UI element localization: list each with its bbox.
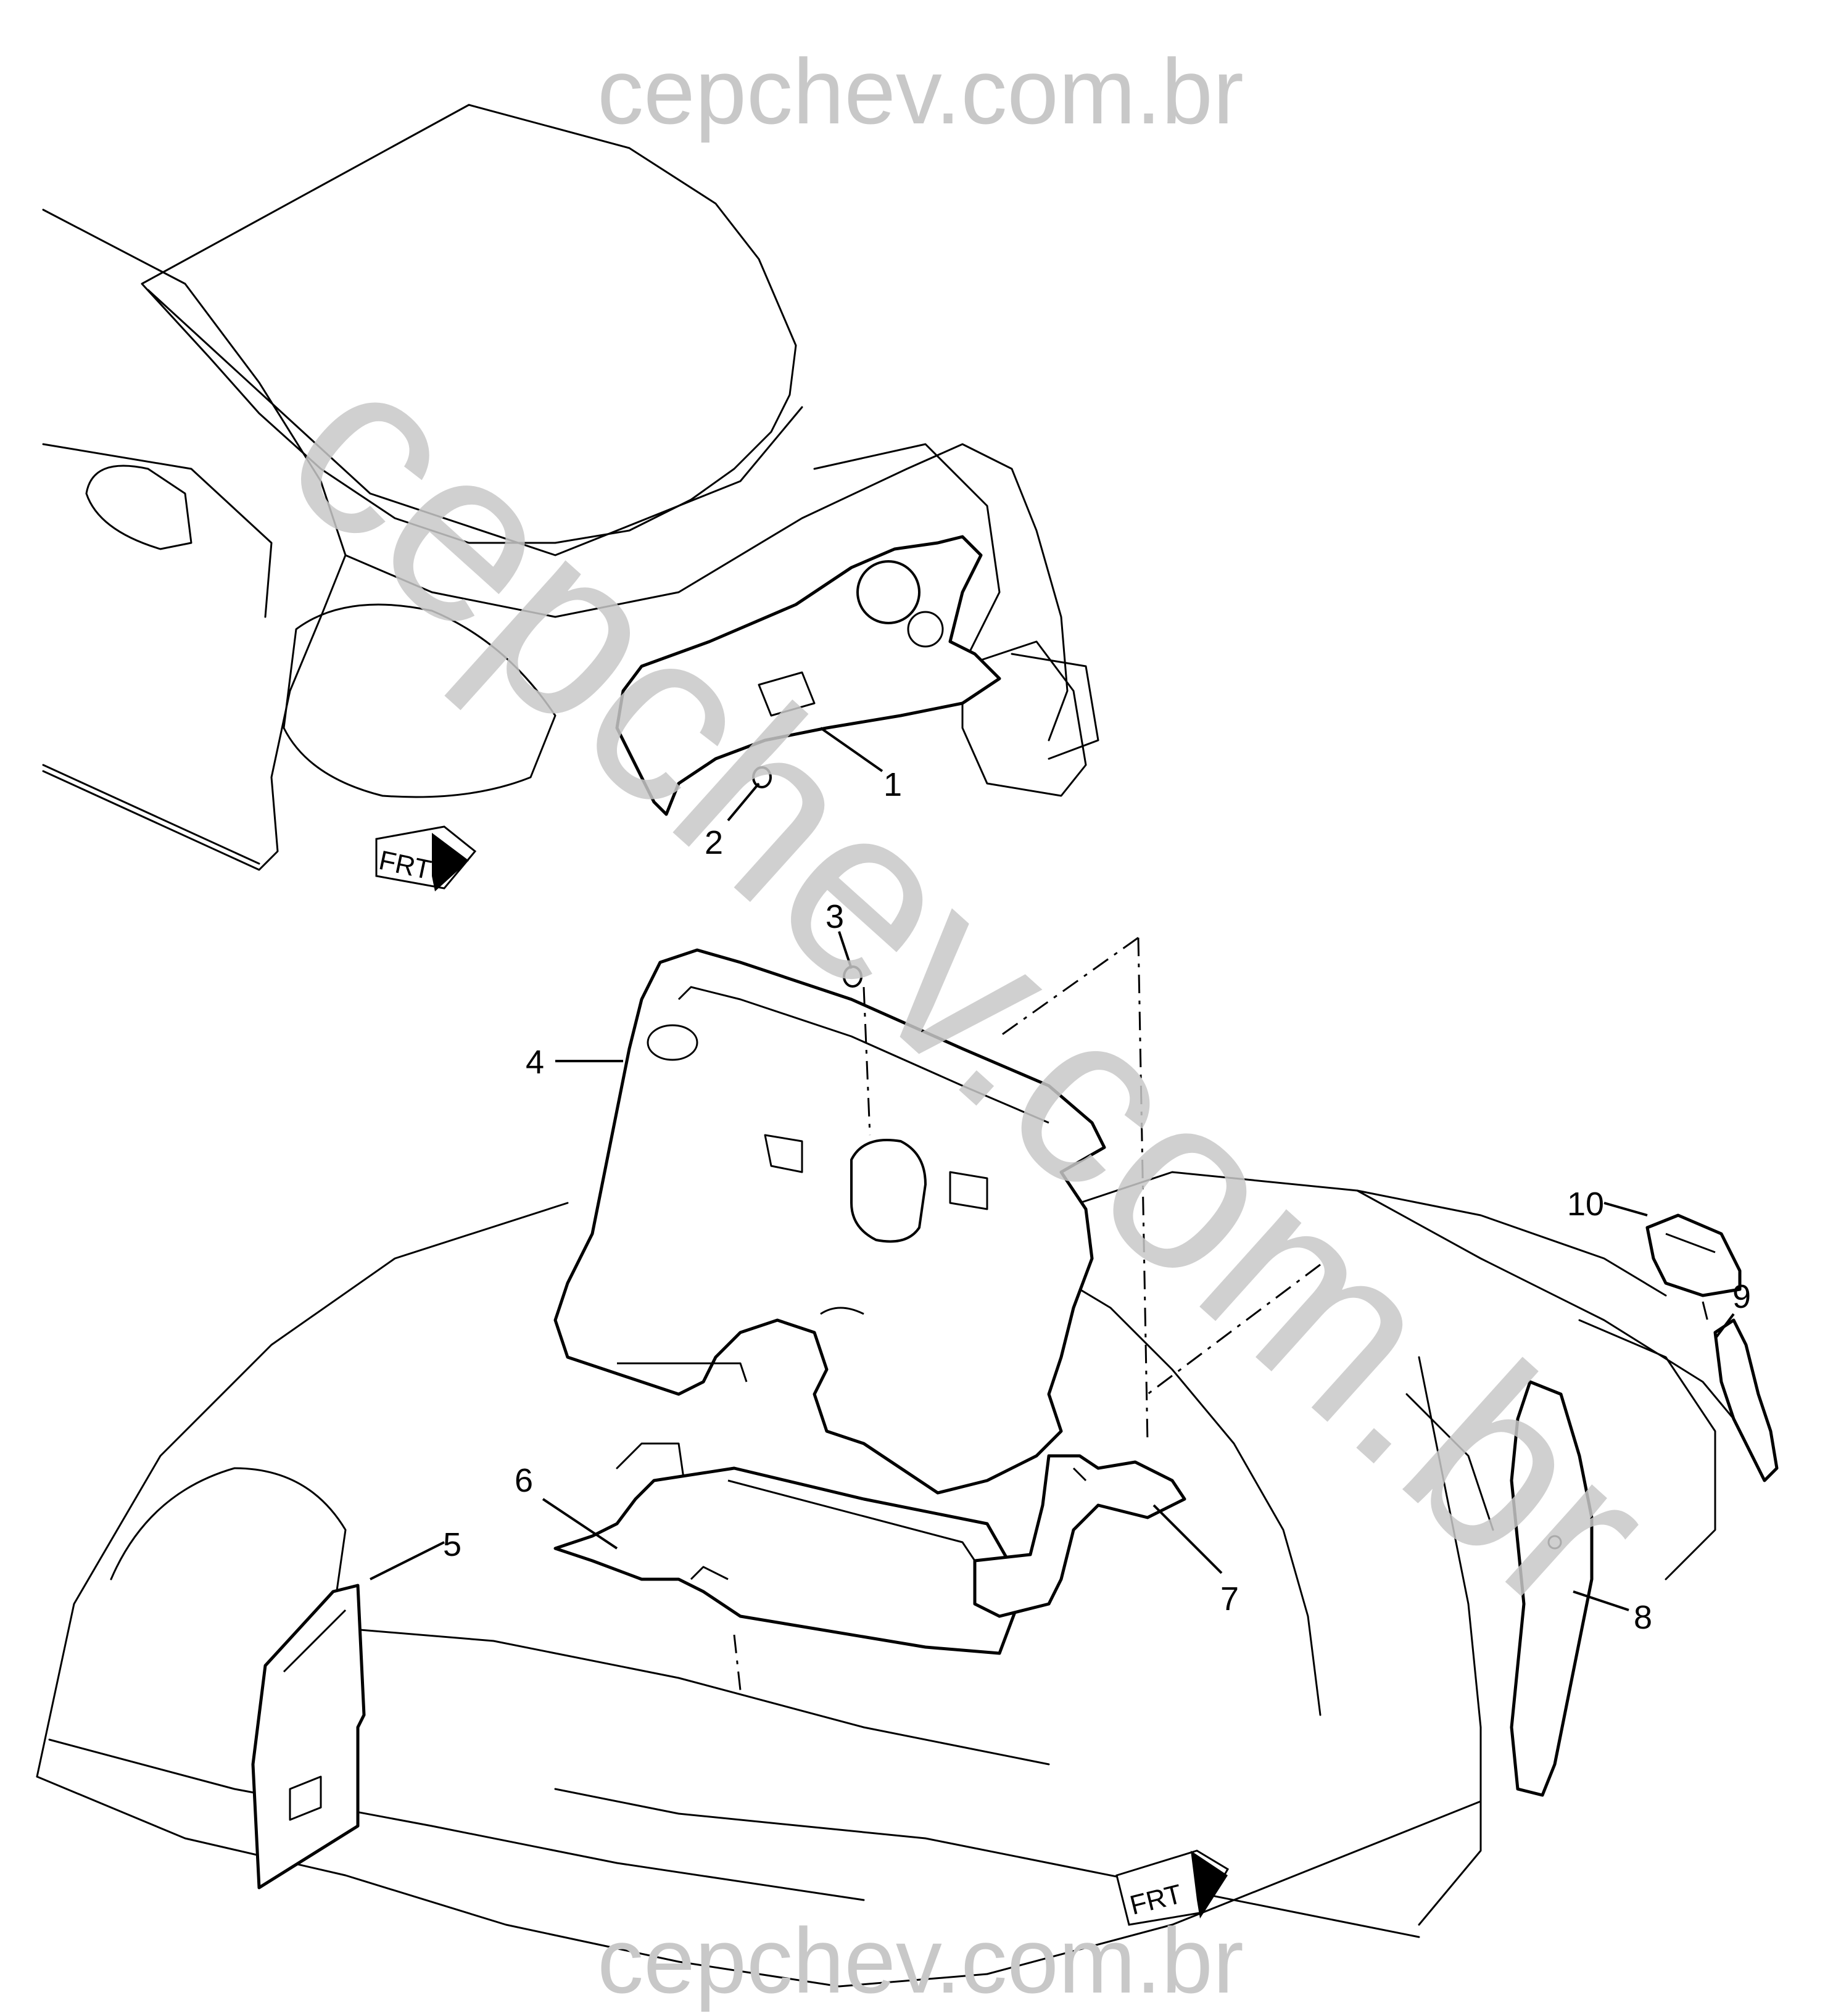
part-3-grommet bbox=[843, 965, 863, 988]
a-pillar-right bbox=[1405, 1393, 1494, 1531]
callout-4: 4 bbox=[526, 1044, 544, 1081]
body-outline-floor bbox=[36, 1775, 988, 1988]
callout-2: 2 bbox=[705, 824, 723, 861]
callout-1: 1 bbox=[883, 766, 902, 803]
rocker-line bbox=[42, 764, 260, 865]
leader-9 bbox=[1714, 1313, 1735, 1340]
lower-vehicle-view bbox=[36, 1171, 1766, 1988]
callout-3: 3 bbox=[825, 898, 844, 935]
leader-1 bbox=[819, 727, 883, 772]
rocker-sill-left bbox=[48, 1738, 865, 1901]
watermarks: cepchev.com.br cepchev.com.br cepchev.co… bbox=[236, 39, 1703, 2012]
inner-structure-center bbox=[1048, 1270, 1322, 1716]
wheelhouse-inner bbox=[283, 603, 556, 798]
part-2-grommet bbox=[752, 766, 772, 788]
leader-lines bbox=[370, 727, 1735, 1611]
watermark-top: cepchev.com.br bbox=[597, 39, 1244, 143]
leader-10 bbox=[1603, 1202, 1648, 1217]
body-outline-left bbox=[36, 1202, 569, 1778]
part-9-bracket bbox=[1713, 1318, 1779, 1482]
part-6-insulator-mat bbox=[553, 1466, 1020, 1655]
bracket-right bbox=[1011, 653, 1099, 760]
floor-tunnel bbox=[554, 1788, 1420, 1938]
watermark-bottom: cepchev.com.br bbox=[597, 1909, 1244, 2012]
cowl-panel-lower bbox=[1023, 1171, 1667, 1297]
part-10-component bbox=[1645, 1213, 1742, 1297]
crossmember bbox=[344, 1627, 1050, 1766]
upper-vehicle-view bbox=[42, 104, 1099, 871]
callout-numbers: 1 2 3 4 5 6 7 8 9 10 bbox=[443, 766, 1751, 1636]
callout-8: 8 bbox=[1634, 1599, 1652, 1636]
rocker-sill-right bbox=[986, 1800, 1482, 1975]
callout-9: 9 bbox=[1732, 1278, 1751, 1315]
door-line bbox=[42, 443, 273, 618]
wheelhouse-lower-left bbox=[110, 1467, 347, 1617]
part-4-dash-insulator bbox=[553, 948, 1106, 1495]
frt-arrow-bottom: FRT bbox=[1115, 1849, 1230, 1926]
hood-outline bbox=[141, 104, 797, 544]
subframe-right bbox=[1578, 1319, 1716, 1580]
leader-2 bbox=[727, 782, 760, 822]
part-5-panel bbox=[251, 1584, 366, 1890]
right-body-side bbox=[1418, 1356, 1482, 1926]
leader-3 bbox=[838, 931, 853, 969]
leader-7 bbox=[1152, 1504, 1223, 1574]
callout-5: 5 bbox=[443, 1526, 461, 1563]
leader-5 bbox=[370, 1541, 445, 1580]
frt-arrow-top: FRT bbox=[375, 825, 477, 891]
part-7-reinforcement bbox=[973, 1454, 1186, 1618]
callout-10: 10 bbox=[1567, 1186, 1604, 1223]
leader-6 bbox=[542, 1498, 618, 1550]
frame-rail-lower bbox=[1356, 1189, 1766, 1457]
windshield-edge bbox=[147, 289, 803, 556]
part-1-dash-insulator-upper bbox=[615, 535, 1001, 816]
mirror bbox=[85, 465, 192, 550]
alignment-lines bbox=[733, 936, 1710, 1691]
part-8-pillar-reinforcement bbox=[1510, 1380, 1594, 1797]
body-side-panel bbox=[42, 209, 347, 871]
callout-6: 6 bbox=[515, 1462, 533, 1499]
frame-rail-right bbox=[961, 640, 1087, 797]
cowl-structure bbox=[344, 443, 1069, 742]
callout-7: 7 bbox=[1220, 1580, 1239, 1617]
leader-8 bbox=[1573, 1590, 1629, 1611]
